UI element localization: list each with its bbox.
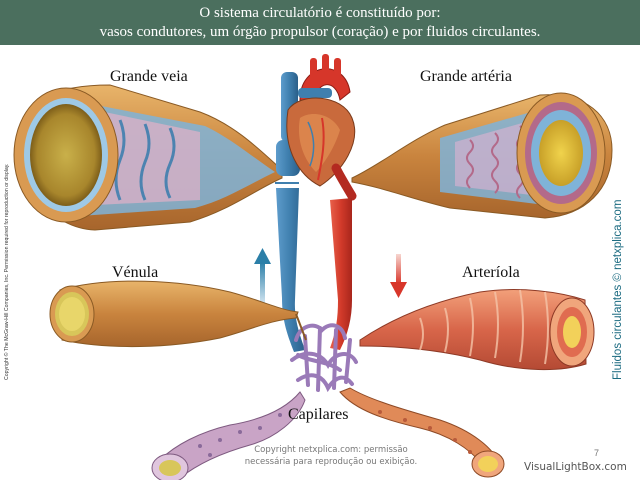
arterial-capillary-tube [339,387,505,478]
blood-flow-up-arrow [254,248,271,306]
footer-line-1: Copyright netxplica.com: permissão [254,445,408,455]
header-line-2: vasos condutores, um órgão propulsor (co… [99,24,541,40]
large-artery-illustration [351,92,613,219]
large-vein-illustration [13,84,283,231]
label-large-artery: Grande artéria [420,68,512,85]
slide-header: O sistema circulatório é constituído por… [0,0,640,45]
copyright-vertical-text: Copyright © The McGraw-Hill Companies, I… [4,163,10,380]
side-credit-text: Fluidos circulantes © netxplica.com [612,199,624,380]
blood-flow-down-arrow [390,254,407,298]
label-large-vein: Grande veia [110,68,188,85]
capillary-network [290,323,358,393]
venous-capillary-tube [151,391,306,480]
venule-illustration [49,280,307,348]
heart-illustration [276,54,357,201]
label-venule: Vénula [112,264,159,281]
label-capillaries: Capilares [288,406,349,423]
artery-from-heart [330,198,352,350]
label-arteriole: Arteríola [462,264,520,281]
watermark-link[interactable]: VisualLightBox.com [524,461,627,473]
arteriole-illustration [359,289,595,371]
footer-copyright: Copyright netxplica.com: permissão neces… [226,444,436,468]
header-line-1: O sistema circulatório é constituído por… [199,5,441,21]
footer-line-2: necessária para reprodução ou exibição. [244,457,418,467]
page-number: 7 [594,448,600,458]
